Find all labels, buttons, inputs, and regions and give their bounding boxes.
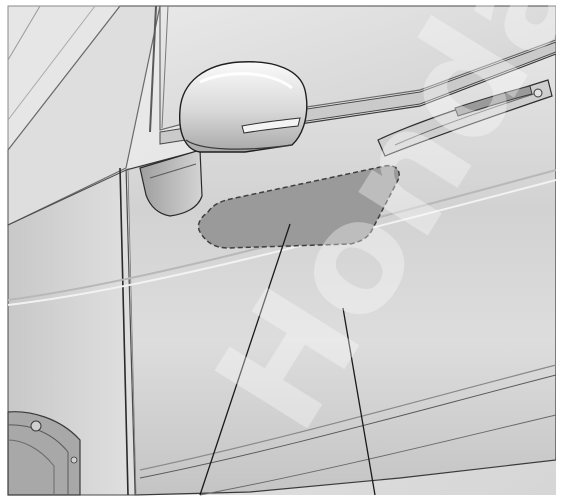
door-handle (377, 79, 553, 157)
door-marked-area (197, 164, 400, 249)
side-mirror (139, 61, 308, 217)
door-seam (119, 167, 129, 496)
character-line (7, 169, 557, 301)
a-pillar (7, 5, 161, 226)
car-body (7, 5, 557, 496)
callout-line-door-panel (342, 307, 376, 496)
lower-trim (139, 364, 557, 471)
callout-lines (199, 223, 376, 496)
callout-line-marked-area (199, 223, 291, 496)
front-fender (7, 169, 136, 496)
wheel-arch (7, 411, 81, 496)
